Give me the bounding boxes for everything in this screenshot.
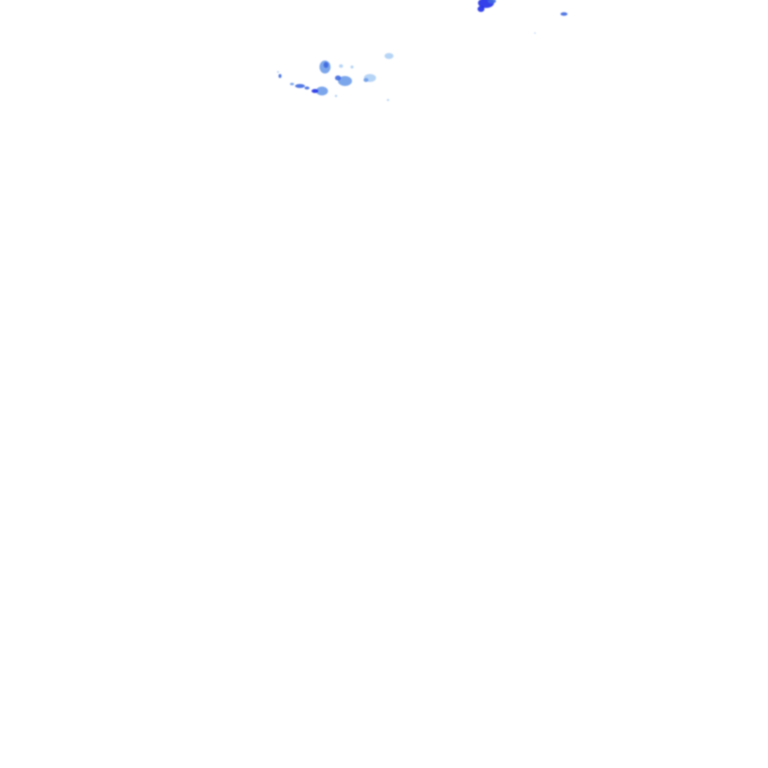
echo-cell — [290, 82, 294, 86]
echo-cell — [534, 32, 536, 34]
echo-cell — [295, 84, 305, 88]
echo-cluster-left — [277, 53, 394, 102]
echo-cell — [560, 12, 568, 16]
echo-cell — [386, 98, 390, 102]
echo-cell — [334, 94, 338, 98]
echo-cell — [338, 76, 352, 86]
echo-cell — [384, 53, 394, 59]
echo-cell — [304, 86, 310, 90]
echo-cell — [316, 86, 328, 96]
echo-cell — [339, 64, 343, 68]
echo-cell — [323, 62, 329, 68]
echo-cell — [278, 74, 282, 78]
echo-cell — [363, 78, 369, 82]
echo-cell — [277, 71, 279, 73]
echo-cell — [311, 89, 319, 93]
echo-cluster-top — [477, 0, 568, 34]
echo-cell — [335, 75, 341, 81]
echo-cell — [350, 65, 354, 69]
echo-cell — [488, 0, 496, 4]
echo-cell — [477, 6, 485, 12]
